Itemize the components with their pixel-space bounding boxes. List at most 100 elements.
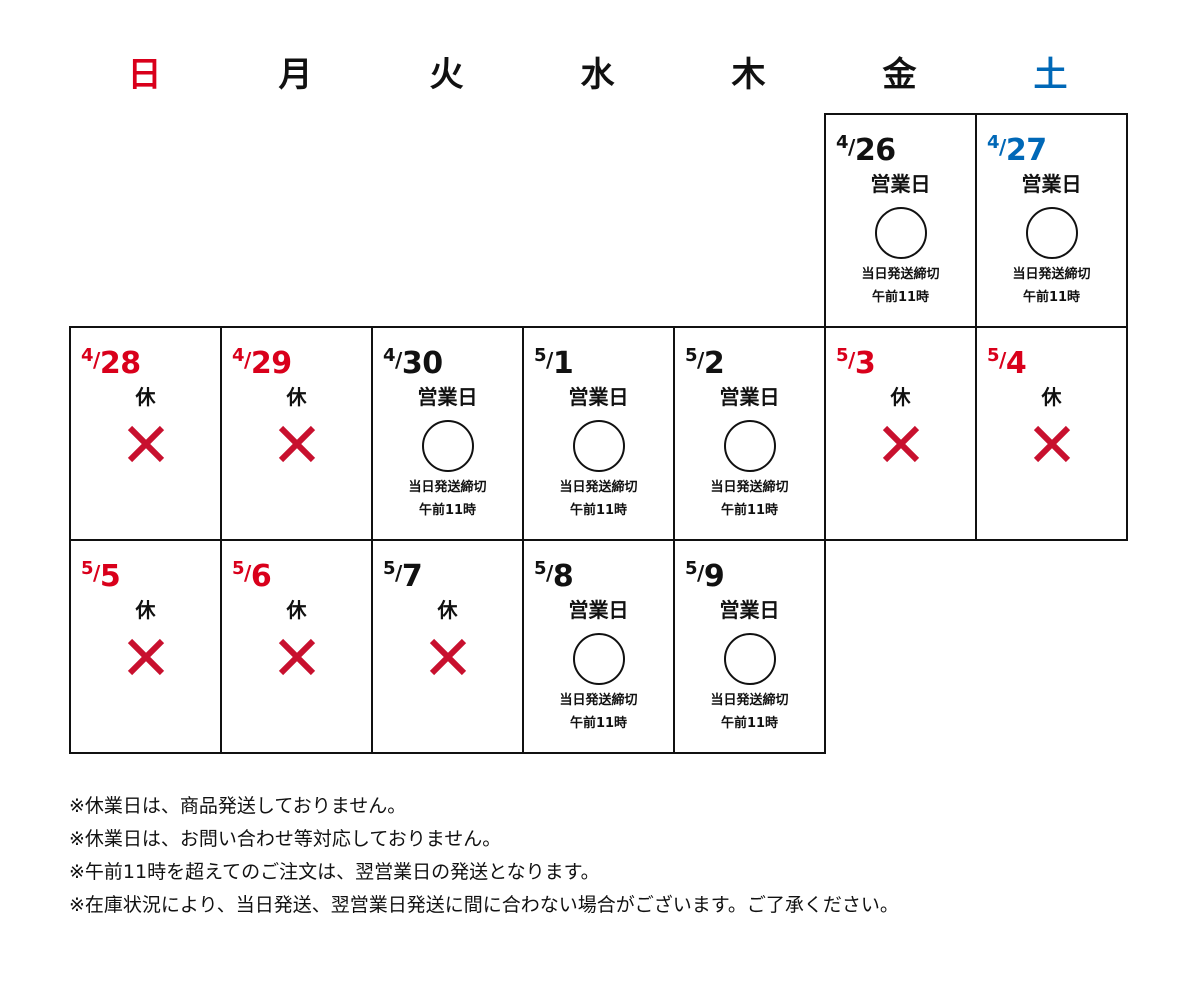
day-status: 休 xyxy=(135,598,156,622)
day-number: 26 xyxy=(854,133,896,168)
day-month: 4 xyxy=(81,345,94,366)
open-circle-icon xyxy=(1024,205,1080,261)
day-date: 4/29 xyxy=(232,336,292,384)
day-date: 5/3 xyxy=(836,336,876,384)
day-status: 営業日 xyxy=(417,385,478,409)
day-number: 8 xyxy=(552,559,574,594)
day-slash: / xyxy=(999,348,1006,372)
day-slash: / xyxy=(848,135,855,159)
day-date: 5/2 xyxy=(685,336,725,384)
day-number: 4 xyxy=(1005,346,1027,381)
day-month: 5 xyxy=(685,558,698,579)
day-date: 5/9 xyxy=(685,549,725,597)
shipping-cutoff-note: 当日発送締切午前11時 xyxy=(373,476,522,522)
day-status: 営業日 xyxy=(870,172,931,196)
cutoff-time: 午前11時 xyxy=(569,716,628,731)
cutoff-label: 当日発送締切 xyxy=(1012,267,1091,282)
day-slash: / xyxy=(93,348,100,372)
day-number: 6 xyxy=(250,559,272,594)
day-number: 1 xyxy=(552,346,574,381)
day-date: 5/8 xyxy=(534,549,574,597)
day-number: 29 xyxy=(250,346,292,381)
open-circle-icon xyxy=(571,631,627,687)
day-status: 休 xyxy=(286,598,307,622)
cutoff-time: 午前11時 xyxy=(569,503,628,518)
day-slash: / xyxy=(395,348,402,372)
day-date: 4/27 xyxy=(987,123,1047,171)
day-month: 5 xyxy=(383,558,396,579)
day-date: 4/28 xyxy=(81,336,141,384)
note-line: ※休業日は、お問い合わせ等対応しておりません。 xyxy=(69,828,502,850)
weekday-friday: 金 xyxy=(882,55,917,95)
day-number: 9 xyxy=(703,559,725,594)
cutoff-label: 当日発送締切 xyxy=(710,480,789,495)
shipping-cutoff-note: 当日発送締切午前11時 xyxy=(675,689,824,735)
shipping-cutoff-note: 当日発送締切午前11時 xyxy=(675,476,824,522)
closed-cross-icon xyxy=(126,424,166,464)
day-status: 営業日 xyxy=(568,385,629,409)
day-month: 5 xyxy=(81,558,94,579)
note-line: ※午前11時を超えてのご注文は、翌営業日の発送となります。 xyxy=(69,861,600,883)
day-status: 営業日 xyxy=(719,385,780,409)
day-month: 4 xyxy=(987,132,1000,153)
day-date: 5/4 xyxy=(987,336,1027,384)
day-slash: / xyxy=(93,561,100,585)
cutoff-time: 午前11時 xyxy=(871,290,930,305)
closed-cross-icon xyxy=(881,424,921,464)
cutoff-time: 午前11時 xyxy=(418,503,477,518)
cutoff-time: 午前11時 xyxy=(720,503,779,518)
day-number: 27 xyxy=(1005,133,1047,168)
day-slash: / xyxy=(999,135,1006,159)
cutoff-label: 当日発送締切 xyxy=(559,480,638,495)
day-number: 5 xyxy=(99,559,121,594)
day-date: 5/6 xyxy=(232,549,272,597)
day-month: 5 xyxy=(685,345,698,366)
day-number: 3 xyxy=(854,346,876,381)
shipping-cutoff-note: 当日発送締切午前11時 xyxy=(524,689,673,735)
day-slash: / xyxy=(546,348,553,372)
open-circle-icon xyxy=(722,418,778,474)
notes-section: ※休業日は、商品発送しておりません。 ※休業日は、お問い合わせ等対応しておりませ… xyxy=(69,790,1169,922)
closed-cross-icon xyxy=(277,637,317,677)
weekday-wednesday: 水 xyxy=(580,55,615,95)
day-month: 5 xyxy=(232,558,245,579)
shipping-cutoff-note: 当日発送締切午前11時 xyxy=(977,263,1126,309)
closed-cross-icon xyxy=(1032,424,1072,464)
closed-cross-icon xyxy=(277,424,317,464)
cutoff-label: 当日発送締切 xyxy=(710,693,789,708)
cutoff-label: 当日発送締切 xyxy=(559,693,638,708)
day-number: 30 xyxy=(401,346,443,381)
weekday-saturday: 土 xyxy=(1033,55,1068,95)
weekday-header-row: 日 月 火 水 木 金 土 xyxy=(69,50,1125,100)
day-number: 28 xyxy=(99,346,141,381)
day-month: 4 xyxy=(383,345,396,366)
day-month: 5 xyxy=(987,345,1000,366)
day-status: 休 xyxy=(890,385,911,409)
open-circle-icon xyxy=(420,418,476,474)
day-status: 休 xyxy=(135,385,156,409)
open-circle-icon xyxy=(873,205,929,261)
weekday-monday: 月 xyxy=(278,55,313,95)
weekday-tuesday: 火 xyxy=(429,55,464,95)
day-date: 5/1 xyxy=(534,336,574,384)
weekday-thursday: 木 xyxy=(731,55,766,95)
day-date: 4/30 xyxy=(383,336,443,384)
day-month: 5 xyxy=(534,345,547,366)
cutoff-time: 午前11時 xyxy=(720,716,779,731)
day-slash: / xyxy=(395,561,402,585)
open-circle-icon xyxy=(571,418,627,474)
cutoff-label: 当日発送締切 xyxy=(408,480,487,495)
day-slash: / xyxy=(697,348,704,372)
note-line: ※休業日は、商品発送しておりません。 xyxy=(69,795,407,817)
closed-cross-icon xyxy=(428,637,468,677)
